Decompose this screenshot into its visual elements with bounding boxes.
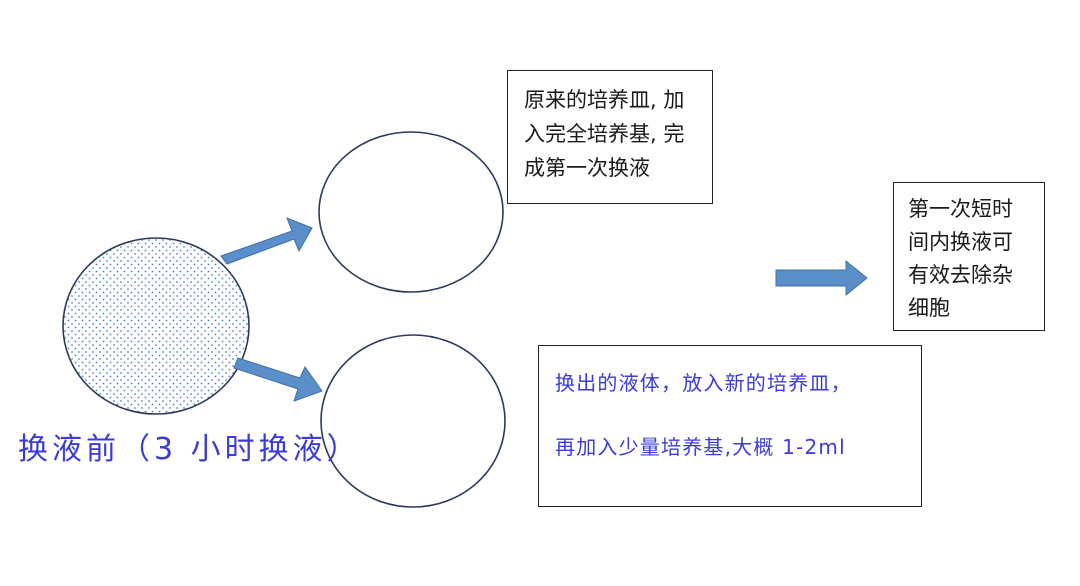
arrow-to-bottom-circle: [233, 357, 323, 402]
arrow-to-right-box: [775, 259, 868, 297]
first-change-note-line: 原来的培养皿, 加: [524, 88, 685, 112]
dotted-dish-circle: [62, 237, 250, 415]
result-note-box: 第一次短时 间内换液可 有效去除杂 细胞: [893, 182, 1045, 331]
arrow-to-top-circle: [220, 217, 313, 265]
transfer-note-box: 换出的液体，放入新的培养皿， 再加入少量培养基,大概 1-2ml: [538, 345, 922, 507]
result-note-line: 第一次短时: [908, 197, 1013, 221]
first-change-note-box: 原来的培养皿, 加 入完全培养基, 完 成第一次换液: [507, 70, 713, 204]
before-change-label: 换液前（3 小时换液）: [18, 432, 361, 467]
top-dish-circle: [318, 131, 504, 293]
first-change-note-line: 成第一次换液: [524, 156, 650, 180]
bottom-dish-circle: [320, 334, 506, 508]
first-change-note-line: 入完全培养基, 完: [524, 122, 685, 146]
result-note-line: 细胞: [908, 296, 950, 320]
transfer-note-line: 再加入少量培养基,大概 1-2ml: [555, 435, 846, 459]
result-note-line: 间内换液可: [908, 230, 1013, 254]
transfer-note-line: 换出的液体，放入新的培养皿，: [555, 371, 852, 395]
result-note-line: 有效去除杂: [908, 263, 1013, 287]
